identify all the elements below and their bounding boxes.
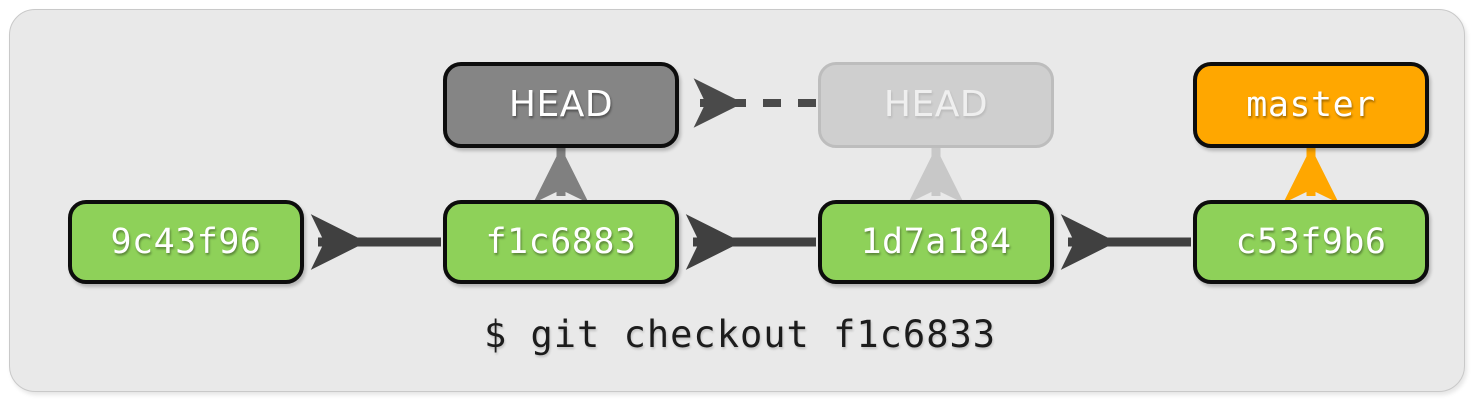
commit-node-c53f9b6-label: c53f9b6 [1235, 221, 1387, 262]
ref-node-head-current[interactable]: HEAD [443, 62, 679, 148]
ref-node-head-previous-label: HEAD [883, 84, 989, 125]
ref-node-master-label: master [1246, 84, 1376, 125]
commit-node-9c43f96[interactable]: 9c43f96 [68, 200, 304, 284]
commit-node-f1c6883-label: f1c6883 [485, 221, 637, 262]
commit-node-f1c6883[interactable]: f1c6883 [443, 200, 679, 284]
commit-node-9c43f96-label: 9c43f96 [110, 221, 262, 262]
commit-node-1d7a184-label: 1d7a184 [860, 221, 1012, 262]
ref-node-head-previous[interactable]: HEAD [818, 62, 1054, 148]
command-caption: $ git checkout f1c6833 [483, 313, 997, 356]
ref-node-head-current-label: HEAD [508, 84, 614, 125]
commit-node-1d7a184[interactable]: 1d7a184 [818, 200, 1054, 284]
ref-node-master[interactable]: master [1193, 62, 1429, 148]
commit-node-c53f9b6[interactable]: c53f9b6 [1193, 200, 1429, 284]
